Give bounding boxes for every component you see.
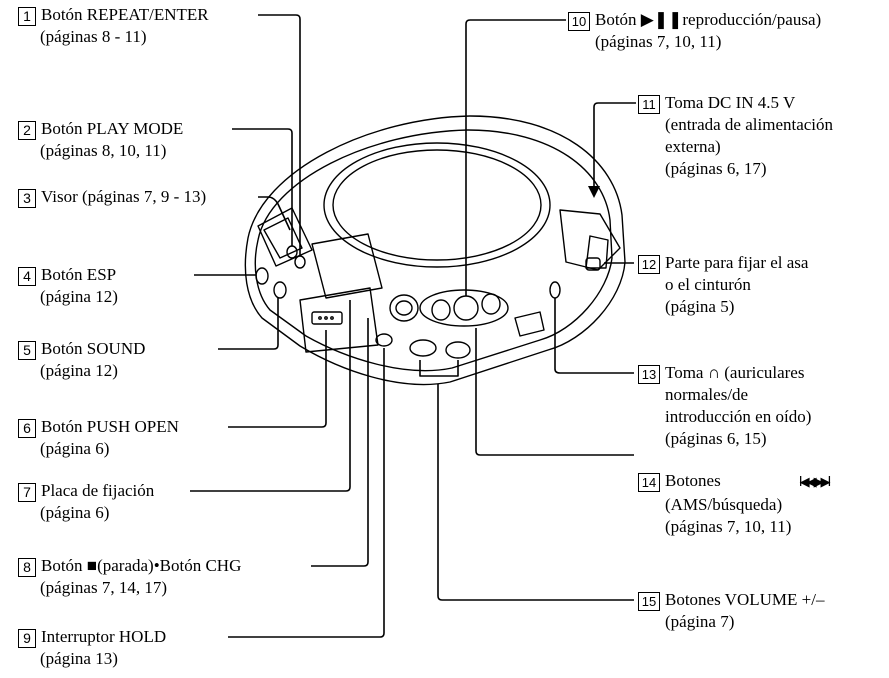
callout-number: 2 bbox=[18, 121, 36, 140]
stop-button bbox=[389, 294, 419, 322]
leader-11 bbox=[593, 102, 636, 188]
callout-number: 11 bbox=[638, 95, 660, 114]
sound-button bbox=[273, 281, 287, 299]
leader-14 bbox=[475, 328, 634, 456]
leader-15 bbox=[437, 384, 634, 601]
callout-number: 14 bbox=[638, 473, 660, 492]
headphone-jack bbox=[549, 281, 561, 299]
volume-minus-button bbox=[409, 339, 437, 357]
callout-number: 7 bbox=[18, 483, 36, 502]
play-pause-button bbox=[453, 295, 479, 321]
leader-9 bbox=[228, 348, 385, 638]
callout-number: 6 bbox=[18, 419, 36, 438]
ams-search-symbol: I◀◀▶▶I bbox=[798, 475, 832, 490]
player-rim bbox=[254, 129, 613, 372]
leader-5 bbox=[218, 298, 279, 350]
leader-11-arrow bbox=[588, 186, 600, 198]
leader-1 bbox=[258, 14, 301, 256]
front-panel bbox=[299, 287, 379, 353]
leader-15-bracket bbox=[419, 360, 459, 377]
dc-in-jack bbox=[585, 257, 601, 271]
callout-number: 4 bbox=[18, 267, 36, 286]
play-button-group bbox=[419, 289, 509, 327]
callout-number: 13 bbox=[638, 365, 660, 384]
callout-number: 12 bbox=[638, 255, 660, 274]
leader-13 bbox=[554, 298, 634, 374]
player-lid bbox=[323, 142, 551, 268]
callout-number: 9 bbox=[18, 629, 36, 648]
left-wing bbox=[257, 207, 313, 267]
right-wing bbox=[559, 209, 621, 271]
hold-switch bbox=[311, 311, 343, 325]
esp-button bbox=[255, 267, 269, 285]
callout-number: 8 bbox=[18, 558, 36, 577]
leader-6 bbox=[228, 330, 327, 428]
leader-2 bbox=[232, 128, 293, 246]
strap-holder bbox=[514, 311, 545, 337]
ams-back-button bbox=[431, 299, 451, 321]
callout-number: 1 bbox=[18, 7, 36, 26]
hold-knob bbox=[375, 333, 393, 347]
leader-7 bbox=[190, 300, 351, 492]
callout-number: 3 bbox=[18, 189, 36, 208]
leader-10 bbox=[465, 19, 566, 296]
display-window bbox=[311, 233, 383, 299]
repeat-button bbox=[294, 255, 306, 269]
callout-number: 15 bbox=[638, 592, 660, 611]
volume-plus-button bbox=[445, 341, 471, 359]
ams-forward-button bbox=[481, 293, 501, 315]
player-body bbox=[244, 115, 626, 386]
leader-8 bbox=[311, 318, 369, 567]
callout-number: 5 bbox=[18, 341, 36, 360]
callout-number: 10 bbox=[568, 12, 590, 31]
leader-3 bbox=[258, 196, 291, 231]
